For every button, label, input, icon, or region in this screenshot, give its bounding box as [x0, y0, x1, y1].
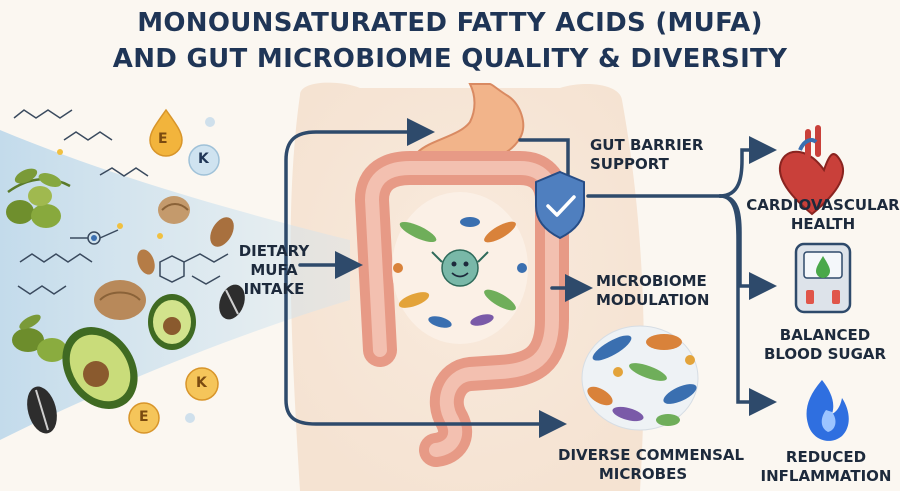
glucose-meter-icon: [794, 242, 852, 314]
intestine-inner-line: [365, 161, 559, 457]
intake-line-2: MUFA: [250, 261, 298, 279]
microbiome-modulation-label: MICROBIOME MODULATION: [596, 272, 709, 310]
cardiovascular-health-label: CARDIOVASCULAR HEALTH: [745, 196, 900, 234]
commensal-microbes-cluster: [581, 325, 699, 431]
gut-barrier-support-label: GUT BARRIER SUPPORT: [590, 136, 703, 174]
molecule-dots: [57, 117, 215, 423]
vitamin-k-label-2: K: [196, 375, 207, 391]
sugar-line-1: BALANCED: [779, 326, 871, 344]
heart-icon: [779, 125, 845, 216]
olives-top: [6, 168, 71, 228]
vitamin-e-drop-icon: [149, 108, 183, 157]
vitamin-e-label: E: [158, 131, 168, 147]
modulation-line-2: MODULATION: [596, 291, 710, 309]
pathway-arrows: [284, 118, 777, 438]
cardio-line-1: CARDIOVASCULAR: [746, 196, 900, 214]
shield-check-icon: [535, 170, 585, 240]
modulation-line-1: MICROBIOME: [596, 272, 707, 290]
vitamin-k-circle-icon-2: [185, 367, 219, 401]
sunflower-seed-icon: [27, 284, 245, 434]
diverse-commensal-microbes-label: DIVERSE COMMENSAL MICROBES: [558, 446, 745, 484]
avocado-icon: [62, 327, 138, 409]
dietary-mufa-intake-label: DIETARY MUFA INTAKE: [232, 242, 316, 299]
diversity-line-2: MICROBES: [598, 465, 688, 483]
cardio-line-2: HEALTH: [790, 215, 856, 233]
mufa-molecule-diagrams: [13, 109, 229, 295]
vitamin-k-label: K: [198, 151, 209, 167]
balanced-blood-sugar-label: BALANCED BLOOD SUGAR: [760, 326, 890, 364]
vitamin-k-circle-icon: [188, 144, 220, 176]
gut-bacteria: [393, 217, 527, 328]
smiling-microbe-icon: [431, 249, 489, 287]
barrier-line-2: SUPPORT: [590, 155, 669, 173]
page-title-line-2: AND GUT MICROBIOME QUALITY & DIVERSITY: [112, 44, 788, 74]
vitamin-e-label-2: E: [139, 409, 149, 425]
olives-bottom: [12, 314, 67, 362]
sugar-line-2: BLOOD SUGAR: [763, 345, 887, 363]
flame-icon: [806, 380, 849, 441]
reduced-inflammation-label: REDUCED INFLAMMATION: [756, 448, 896, 486]
intake-line-1: DIETARY: [238, 242, 310, 260]
vitamin-e-circle-icon: [128, 402, 160, 434]
walnut-icon: [94, 196, 190, 320]
page-title-line-1: MONOUNSATURATED FATTY ACIDS (MUFA): [137, 8, 763, 38]
intake-line-3: INTAKE: [243, 280, 305, 298]
avocado-half-icon: [148, 294, 196, 350]
inflammation-line-1: REDUCED: [785, 448, 867, 466]
diversity-line-1: DIVERSE COMMENSAL: [558, 446, 745, 464]
almond-icon: [137, 217, 234, 275]
barrier-line-1: GUT BARRIER: [590, 136, 704, 154]
inflammation-line-2: INFLAMMATION: [760, 467, 892, 485]
